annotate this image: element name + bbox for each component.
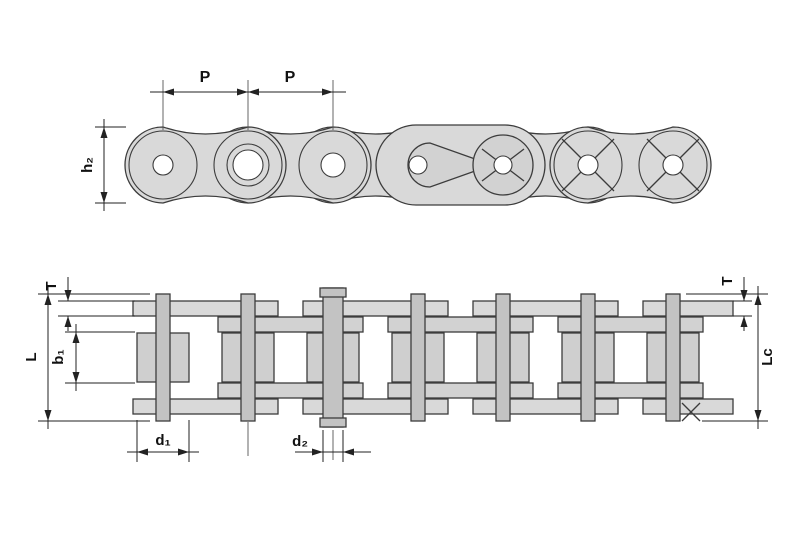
dim-arrow	[740, 316, 748, 327]
outer-plate	[132, 300, 279, 317]
pin	[240, 293, 256, 422]
side-view: P P h₂	[79, 69, 712, 211]
plan-view-pins	[155, 287, 701, 428]
label-roller-diameter: d₁	[155, 432, 170, 449]
cotter-pin-cross	[681, 402, 701, 422]
dim-arrow	[64, 316, 72, 327]
dim-arrow	[137, 448, 148, 456]
label-plate-thickness-left: T	[43, 281, 60, 290]
connecting-link-slot	[407, 142, 494, 188]
dim-arrow	[237, 88, 248, 96]
dim-arrow	[100, 192, 108, 203]
dim-arrow	[248, 88, 259, 96]
plan-view-dimensions: L b₁ T T	[23, 276, 776, 462]
inner-plate	[557, 316, 704, 333]
roller-6	[553, 130, 623, 200]
dim-arrow	[163, 88, 174, 96]
inner-plate	[557, 382, 704, 399]
label-pin-length: L	[23, 352, 40, 361]
side-view-rollers	[128, 130, 708, 200]
bushing-2	[226, 143, 270, 187]
dim-arrow	[740, 290, 748, 301]
label-connecting-link-length: Lc	[759, 348, 776, 366]
pin-hole-5	[493, 155, 513, 175]
dim-arrow	[322, 88, 333, 96]
pin	[495, 293, 511, 422]
label-pitch-right: P	[285, 69, 296, 86]
pin	[665, 293, 681, 422]
label-plate-height: h₂	[79, 157, 96, 173]
roller-1	[128, 130, 198, 200]
pin-hole-1	[152, 154, 174, 176]
inner-plate	[387, 316, 534, 333]
label-plate-thickness-right: T	[719, 276, 736, 285]
roller-3	[298, 130, 368, 200]
connecting-pin	[322, 287, 344, 428]
dim-arrow	[44, 294, 52, 305]
pin	[410, 293, 426, 422]
dim-arrow	[178, 448, 189, 456]
outer-plate	[642, 398, 734, 415]
outer-plate	[472, 300, 619, 317]
dim-arrow	[343, 448, 354, 456]
roller-7	[638, 130, 708, 200]
pin-hole-6	[577, 154, 599, 176]
outer-plate	[642, 300, 734, 317]
link-plate-spring-clip	[549, 126, 712, 204]
dim-arrow	[754, 294, 762, 305]
dim-arrow	[754, 410, 762, 421]
plan-view: L b₁ T T	[23, 276, 776, 462]
label-pin-diameter: d₂	[292, 433, 308, 450]
pin-hole-4	[408, 155, 428, 175]
pin	[580, 293, 596, 422]
inner-plate	[387, 382, 534, 399]
pin-hole-3	[320, 152, 346, 178]
plan-view-inner-plates	[217, 316, 704, 399]
outer-plate	[132, 398, 279, 415]
label-inner-width: b₁	[50, 349, 67, 364]
dim-arrow	[72, 372, 80, 383]
dim-arrow	[100, 127, 108, 138]
connecting-pin-head	[319, 287, 347, 298]
dim-arrow	[44, 410, 52, 421]
connecting-pin-head	[319, 417, 347, 428]
side-view-dimensions: P P h₂	[79, 69, 346, 211]
label-pitch-left: P	[200, 69, 211, 86]
pin-hole-2	[232, 149, 264, 181]
roller-2	[213, 130, 283, 200]
dim-arrow	[72, 332, 80, 343]
dim-arrow	[312, 448, 323, 456]
pin	[155, 293, 171, 422]
pin-hole-7	[662, 154, 684, 176]
outer-plate	[472, 398, 619, 415]
dim-arrow	[64, 290, 72, 301]
